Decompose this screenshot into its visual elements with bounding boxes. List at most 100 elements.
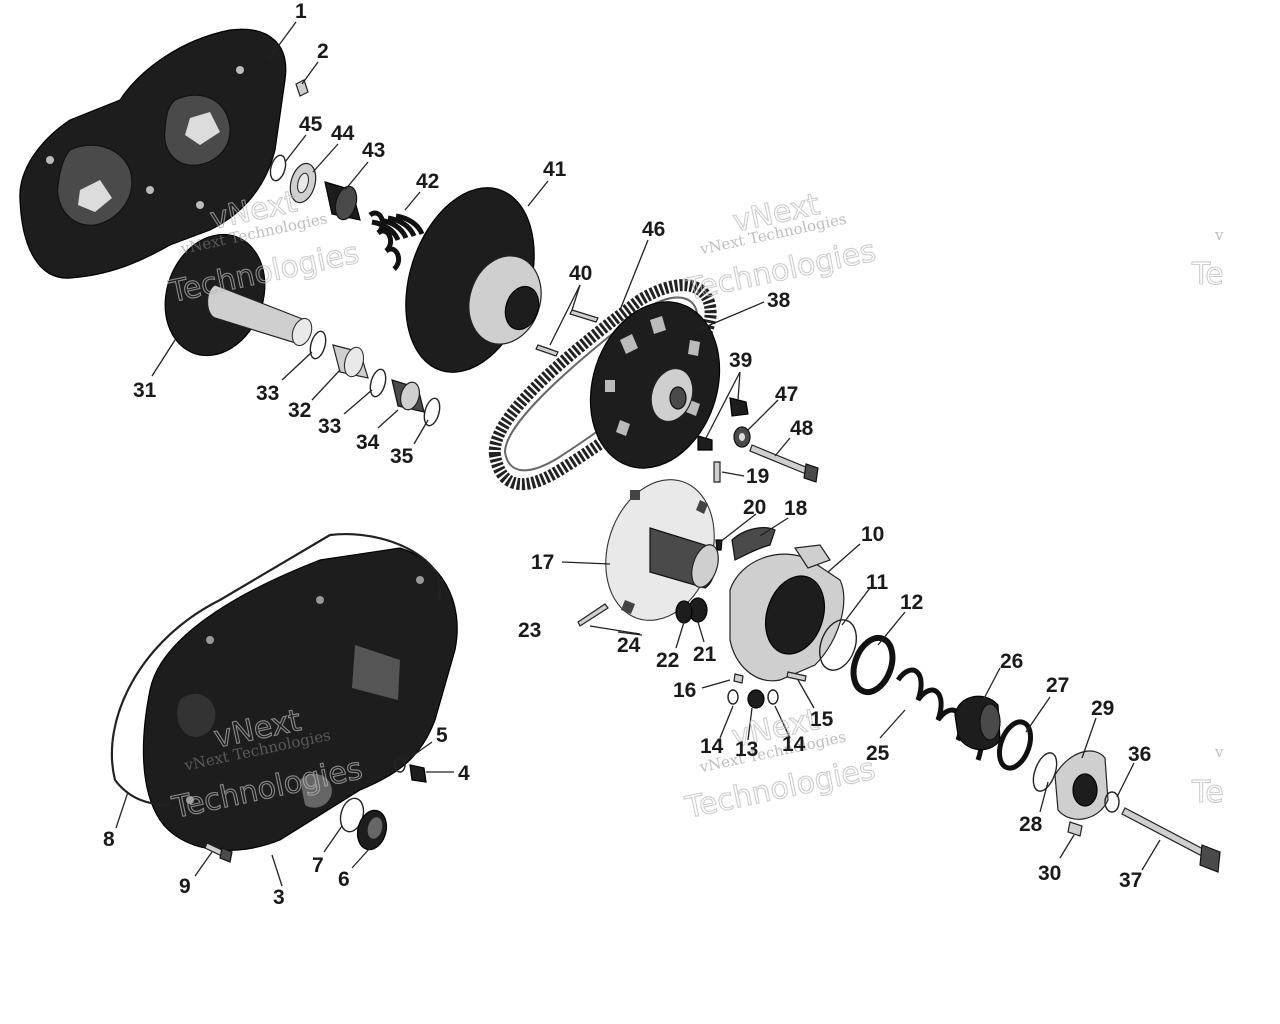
callout-28: 28	[1019, 813, 1043, 836]
svg-text:Te: Te	[1191, 775, 1224, 810]
callout-11: 11	[866, 571, 889, 594]
callout-33b: 33	[318, 415, 341, 438]
part-screw-30	[1067, 821, 1083, 837]
part-seal-27	[996, 719, 1034, 771]
part-cap-26	[954, 695, 1001, 751]
part-bushing-43	[324, 181, 361, 221]
callout-2: 2	[317, 40, 329, 63]
part-pin-15	[786, 671, 807, 682]
part-drive-sheave-17	[605, 479, 719, 621]
callout-8: 8	[103, 828, 115, 851]
watermark-4: vNext vNext Technologies Technologies	[681, 702, 879, 827]
callout-41: 41	[543, 158, 567, 181]
part-roller-22	[675, 600, 693, 624]
part-pin-19	[713, 461, 721, 483]
callout-45: 45	[299, 113, 323, 136]
part-o-ring-35	[423, 397, 441, 427]
part-plug-4	[409, 764, 427, 783]
svg-text:v: v	[1214, 226, 1224, 244]
part-o-ring-45	[269, 154, 287, 182]
callout-21: 21	[693, 643, 717, 666]
part-seal-12	[850, 634, 896, 696]
callout-47: 47	[775, 383, 798, 406]
callout-39: 39	[729, 349, 752, 372]
part-washer-36	[1104, 791, 1120, 813]
callout-18: 18	[784, 497, 808, 520]
callout-46: 46	[642, 218, 665, 241]
callout-12: 12	[900, 591, 923, 614]
callout-15: 15	[810, 708, 834, 731]
part-bolt-9	[204, 842, 233, 863]
part-outer-cover-3	[142, 547, 458, 851]
part-o-ring-33a	[309, 330, 327, 360]
callout-13: 13	[735, 738, 758, 761]
part-o-ring-28	[1032, 752, 1058, 792]
part-cap-6	[356, 809, 388, 851]
watermark-5: v Te	[1190, 226, 1224, 293]
callout-14a: 14	[700, 735, 724, 758]
callout-29: 29	[1091, 697, 1114, 720]
part-washer-47	[733, 426, 751, 448]
part-washer-14a	[727, 689, 739, 705]
callout-34: 34	[356, 431, 380, 454]
part-pins-40	[535, 309, 599, 357]
part-ring-11	[819, 619, 857, 671]
watermark-6: v Te	[1190, 743, 1224, 811]
part-screw-16	[733, 673, 744, 684]
callout-36: 36	[1128, 743, 1151, 766]
svg-text:v: v	[1214, 743, 1224, 761]
part-driven-pulley-38	[589, 301, 721, 469]
callout-5: 5	[436, 724, 448, 747]
part-movable-sheave-41	[405, 187, 542, 373]
callout-24: 24	[617, 634, 641, 657]
part-spring-42	[368, 210, 425, 271]
part-blocks-39	[697, 397, 749, 451]
callout-6: 6	[338, 868, 350, 891]
callout-35: 35	[390, 445, 414, 468]
callout-9: 9	[179, 875, 191, 898]
part-spacer-13	[747, 689, 765, 709]
callout-22: 22	[656, 649, 679, 672]
callout-40: 40	[569, 262, 592, 285]
callout-14b: 14	[782, 733, 806, 756]
callout-19: 19	[746, 465, 769, 488]
part-washer-14b	[767, 689, 779, 705]
part-screw-23	[577, 603, 609, 627]
callout-26: 26	[1000, 650, 1023, 673]
callout-27: 27	[1046, 674, 1069, 697]
part-o-ring-5	[394, 757, 406, 773]
callout-3: 3	[273, 886, 285, 909]
callout-44: 44	[331, 122, 355, 145]
svg-text:Te: Te	[1191, 257, 1224, 292]
part-o-ring-33b	[369, 368, 387, 398]
callout-42: 42	[416, 170, 439, 193]
callout-43: 43	[362, 139, 385, 162]
callout-1: 1	[295, 0, 307, 23]
part-inner-cover-plate	[19, 28, 287, 279]
part-bolt-48	[749, 444, 819, 483]
part-bolt-37	[1121, 807, 1221, 873]
part-gasket-8	[110, 533, 442, 807]
callout-25: 25	[866, 742, 890, 765]
part-spider-10	[729, 544, 845, 682]
callout-10: 10	[861, 523, 884, 546]
callout-31: 31	[133, 379, 157, 402]
part-fixed-sheave	[164, 233, 313, 357]
part-bolt-2	[295, 79, 309, 97]
callout-32: 32	[288, 399, 311, 422]
callout-labels: 1 2 3 4 5 6 7 8 9 10 11 12 13 14 14 15 1…	[103, 0, 1151, 909]
callout-48: 48	[790, 417, 814, 440]
part-bushing-34	[391, 379, 425, 413]
callout-38: 38	[767, 289, 791, 312]
callout-37: 37	[1119, 869, 1142, 892]
leader-lines	[115, 21, 1161, 887]
callout-33a: 33	[256, 382, 279, 405]
part-cover-29	[1054, 750, 1109, 820]
part-weight-18	[731, 527, 776, 561]
part-pin-20	[715, 539, 723, 551]
callout-16: 16	[673, 679, 696, 702]
part-bearing-44	[289, 162, 317, 204]
callout-17: 17	[531, 551, 554, 574]
part-bushing-32	[332, 344, 369, 379]
